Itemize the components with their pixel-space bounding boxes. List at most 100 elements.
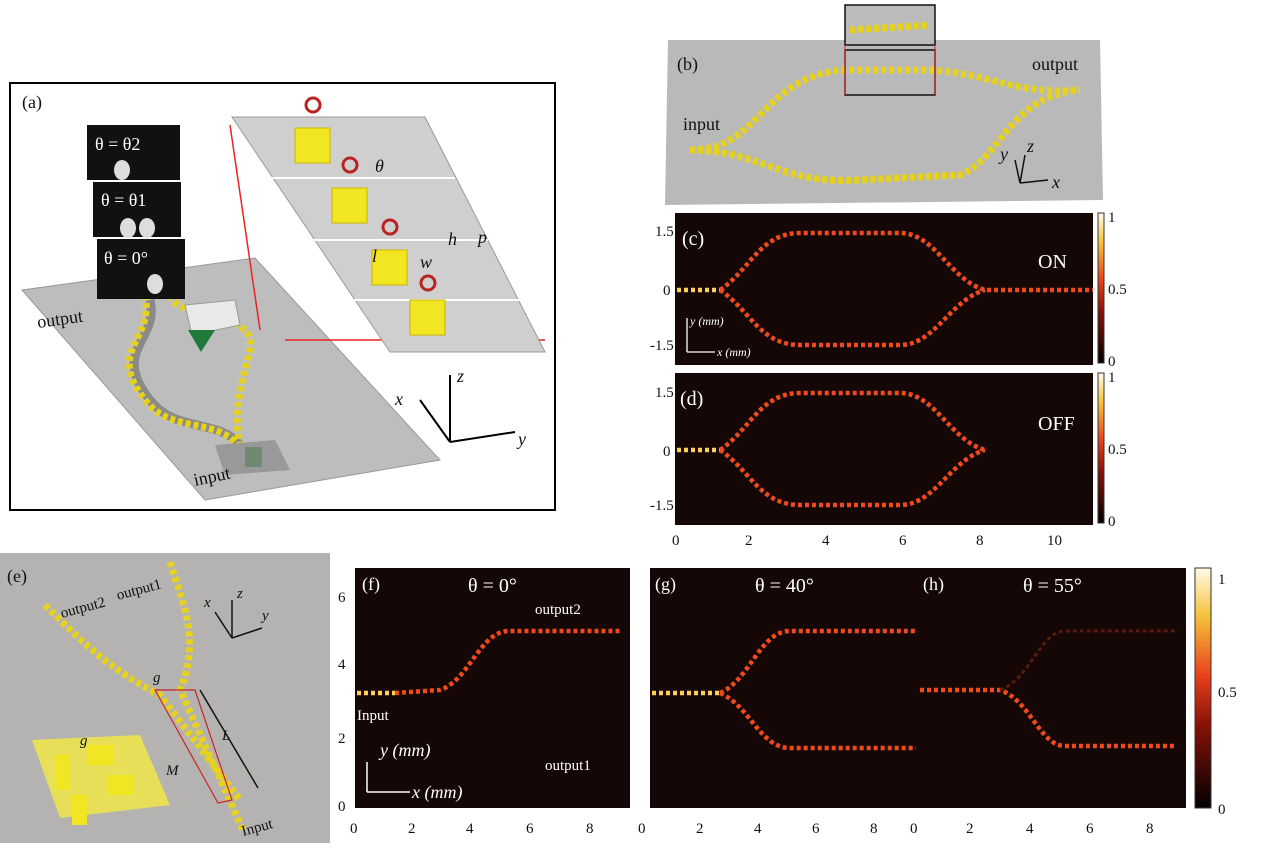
colorbar xyxy=(1194,567,1212,809)
axis-z: z xyxy=(456,366,464,386)
panel-e-M: M xyxy=(165,763,180,779)
xtick: 4 xyxy=(822,533,830,549)
ytick: 2 xyxy=(338,731,346,747)
cbar-tick: 0 xyxy=(1218,802,1226,818)
xtick: 2 xyxy=(408,821,416,837)
panel-b-output: output xyxy=(1032,54,1078,74)
panel-d-label: (d) xyxy=(680,388,703,410)
panel-a: (a) output input θ = θ2 θ = θ1 θ = 0° xyxy=(9,82,556,511)
panel-f-output1: output1 xyxy=(545,758,591,774)
panel-e-axis-x: x xyxy=(203,595,211,611)
panel-g: (g) θ = 40° xyxy=(650,568,918,808)
panel-c-label: (c) xyxy=(682,228,704,250)
state-theta1: θ = θ1 xyxy=(101,190,146,210)
xtick: 8 xyxy=(976,533,984,549)
rotation-icon xyxy=(341,156,359,174)
cbar-tick: 0.5 xyxy=(1218,685,1237,701)
panel-c-ylabel: y (mm) xyxy=(689,314,724,328)
input-arrow-icon xyxy=(245,447,262,467)
cbar-tick: 0.5 xyxy=(1108,282,1127,298)
ytick: 0 xyxy=(663,444,671,460)
panel-e-label: (e) xyxy=(7,566,27,587)
panel-b-axis-y: y xyxy=(998,144,1008,164)
colorbar xyxy=(1097,212,1105,364)
xtick: 0 xyxy=(638,821,646,837)
green-marker-icon xyxy=(188,330,215,352)
ytick: 1.5 xyxy=(655,385,674,401)
xtick: 8 xyxy=(870,821,878,837)
param-p: p xyxy=(476,227,487,247)
state-theta2: θ = θ2 xyxy=(95,134,140,154)
rotation-icon xyxy=(381,218,399,236)
rotation-icon xyxy=(419,274,437,292)
xtick: 10 xyxy=(1047,533,1062,549)
axis-y: y xyxy=(516,429,526,449)
panel-f: (f) θ = 0° output2 output1 Input y (mm) … xyxy=(355,568,630,808)
xtick: 6 xyxy=(899,533,907,549)
xtick: 0 xyxy=(672,533,680,549)
panel-b: (b) input output y z x xyxy=(665,4,1103,205)
panel-f-input: Input xyxy=(357,708,389,724)
panel-e: (e) output2 output1 Input g g L M x z y xyxy=(0,553,330,843)
panel-e-g-inset: g xyxy=(80,733,88,749)
cbar-tick: 1 xyxy=(1108,370,1116,386)
state-theta0: θ = 0° xyxy=(104,248,148,268)
xtick: 2 xyxy=(966,821,974,837)
panel-e-axis-y: y xyxy=(260,608,269,624)
unit-cell-zoom: θ h p l w xyxy=(231,96,546,353)
state-images: θ = θ2 θ = θ1 θ = 0° xyxy=(87,125,185,299)
panel-d: (d) OFF xyxy=(675,372,1105,525)
ytick: -1.5 xyxy=(650,338,674,354)
panel-g-label: (g) xyxy=(655,574,676,595)
panel-b-input: input xyxy=(683,114,720,134)
ytick: -1.5 xyxy=(650,498,674,514)
xtick: 2 xyxy=(745,533,753,549)
cbar-tick: 0.5 xyxy=(1108,442,1127,458)
panel-c: (c) ON y (mm) x (mm) xyxy=(675,212,1105,365)
param-l: l xyxy=(372,246,377,266)
ytick: 0 xyxy=(663,283,671,299)
panel-fgh-axes: 6 4 2 0 0 2 4 6 8 0 2 4 6 8 0 2 4 6 8 1 … xyxy=(338,572,1237,837)
xtick: 4 xyxy=(754,821,762,837)
xtick: 6 xyxy=(812,821,820,837)
panel-f-label: (f) xyxy=(362,574,380,595)
rotation-icon xyxy=(304,96,322,114)
param-h: h xyxy=(448,229,457,249)
cbar-tick: 0 xyxy=(1108,354,1116,370)
panel-c-state: ON xyxy=(1038,251,1067,273)
panel-e-axis-z: z xyxy=(236,586,243,602)
panel-b-label: (b) xyxy=(677,54,698,75)
ytick: 1.5 xyxy=(655,224,674,240)
param-theta: θ xyxy=(375,156,384,176)
xtick: 6 xyxy=(526,821,534,837)
cbar-tick: 1 xyxy=(1108,210,1116,226)
panel-g-title: θ = 40° xyxy=(755,575,814,597)
ytick: 4 xyxy=(338,657,346,673)
panel-f-output2: output2 xyxy=(535,602,581,618)
xtick: 6 xyxy=(1086,821,1094,837)
cbar-tick: 0 xyxy=(1108,514,1116,530)
panel-a-label: (a) xyxy=(22,92,42,113)
detector-block xyxy=(184,299,241,336)
panel-e-g: g xyxy=(153,670,161,686)
axes-icon xyxy=(419,375,516,443)
panel-f-title: θ = 0° xyxy=(468,575,517,597)
ytick: 6 xyxy=(338,590,346,606)
xtick: 0 xyxy=(910,821,918,837)
colorbar xyxy=(1097,372,1105,524)
panel-f-ylabel: y (mm) xyxy=(378,740,430,761)
panel-h-title: θ = 55° xyxy=(1023,575,1082,597)
ytick: 0 xyxy=(338,799,346,815)
xtick: 2 xyxy=(696,821,704,837)
panel-b-axis-z: z xyxy=(1026,136,1034,156)
xtick: 8 xyxy=(586,821,594,837)
xtick: 8 xyxy=(1146,821,1154,837)
panel-h-label: (h) xyxy=(923,574,944,595)
axis-x: x xyxy=(394,389,403,409)
xtick: 4 xyxy=(466,821,474,837)
cbar-tick: 1 xyxy=(1218,572,1226,588)
panel-d-state: OFF xyxy=(1038,413,1075,435)
panel-cd-axes: 1.5 0 -1.5 1.5 0 -1.5 0 2 4 6 8 10 1 0.5… xyxy=(650,210,1127,549)
panel-b-axis-x: x xyxy=(1051,172,1060,192)
